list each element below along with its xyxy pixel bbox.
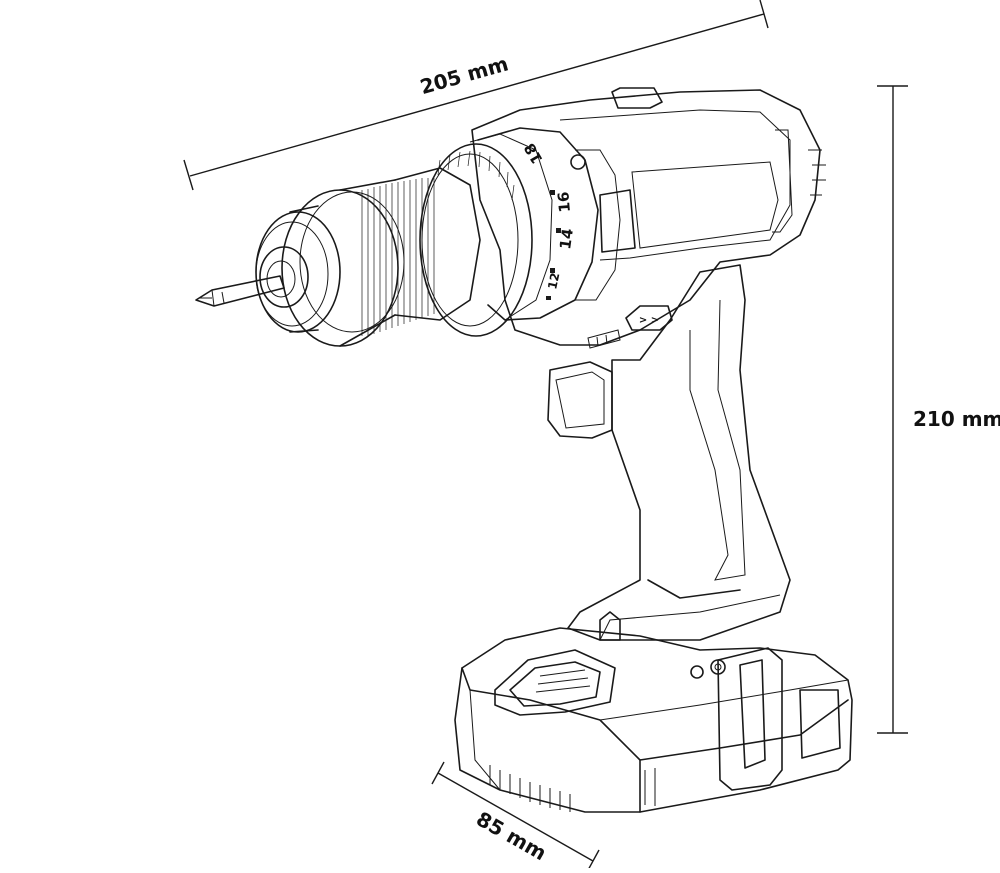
torque-mark-12: 12 (545, 271, 562, 290)
width-dimension-line (431, 761, 600, 873)
gear-ring (419, 143, 533, 337)
trigger[interactable] (547, 361, 613, 439)
torque-mark-16: 16 (554, 191, 574, 213)
battery-pack (454, 627, 853, 813)
belt-clip (690, 647, 783, 791)
motor-housing (471, 87, 826, 346)
chuck-knurling (361, 178, 435, 336)
torque-mark-18: 18 (520, 140, 546, 167)
torque-mark-14: 14 (556, 227, 577, 250)
handle-grip (567, 264, 791, 641)
length-dimension-line (183, 0, 769, 191)
chuck (281, 167, 481, 347)
chuck-nose (255, 205, 341, 333)
direction-switch-symbol: > > (639, 315, 659, 326)
driver-bit (195, 275, 285, 307)
battery-release-button[interactable] (494, 649, 616, 716)
height-dimension-label: 210 mm (913, 407, 1000, 431)
length-dimension-label: 205 mm (417, 51, 511, 99)
torque-dial[interactable]: 12 14 16 18 (469, 127, 621, 321)
direction-switch[interactable]: > > (625, 305, 673, 331)
battery-ribs (489, 765, 571, 812)
height-dimension-line (877, 85, 908, 734)
